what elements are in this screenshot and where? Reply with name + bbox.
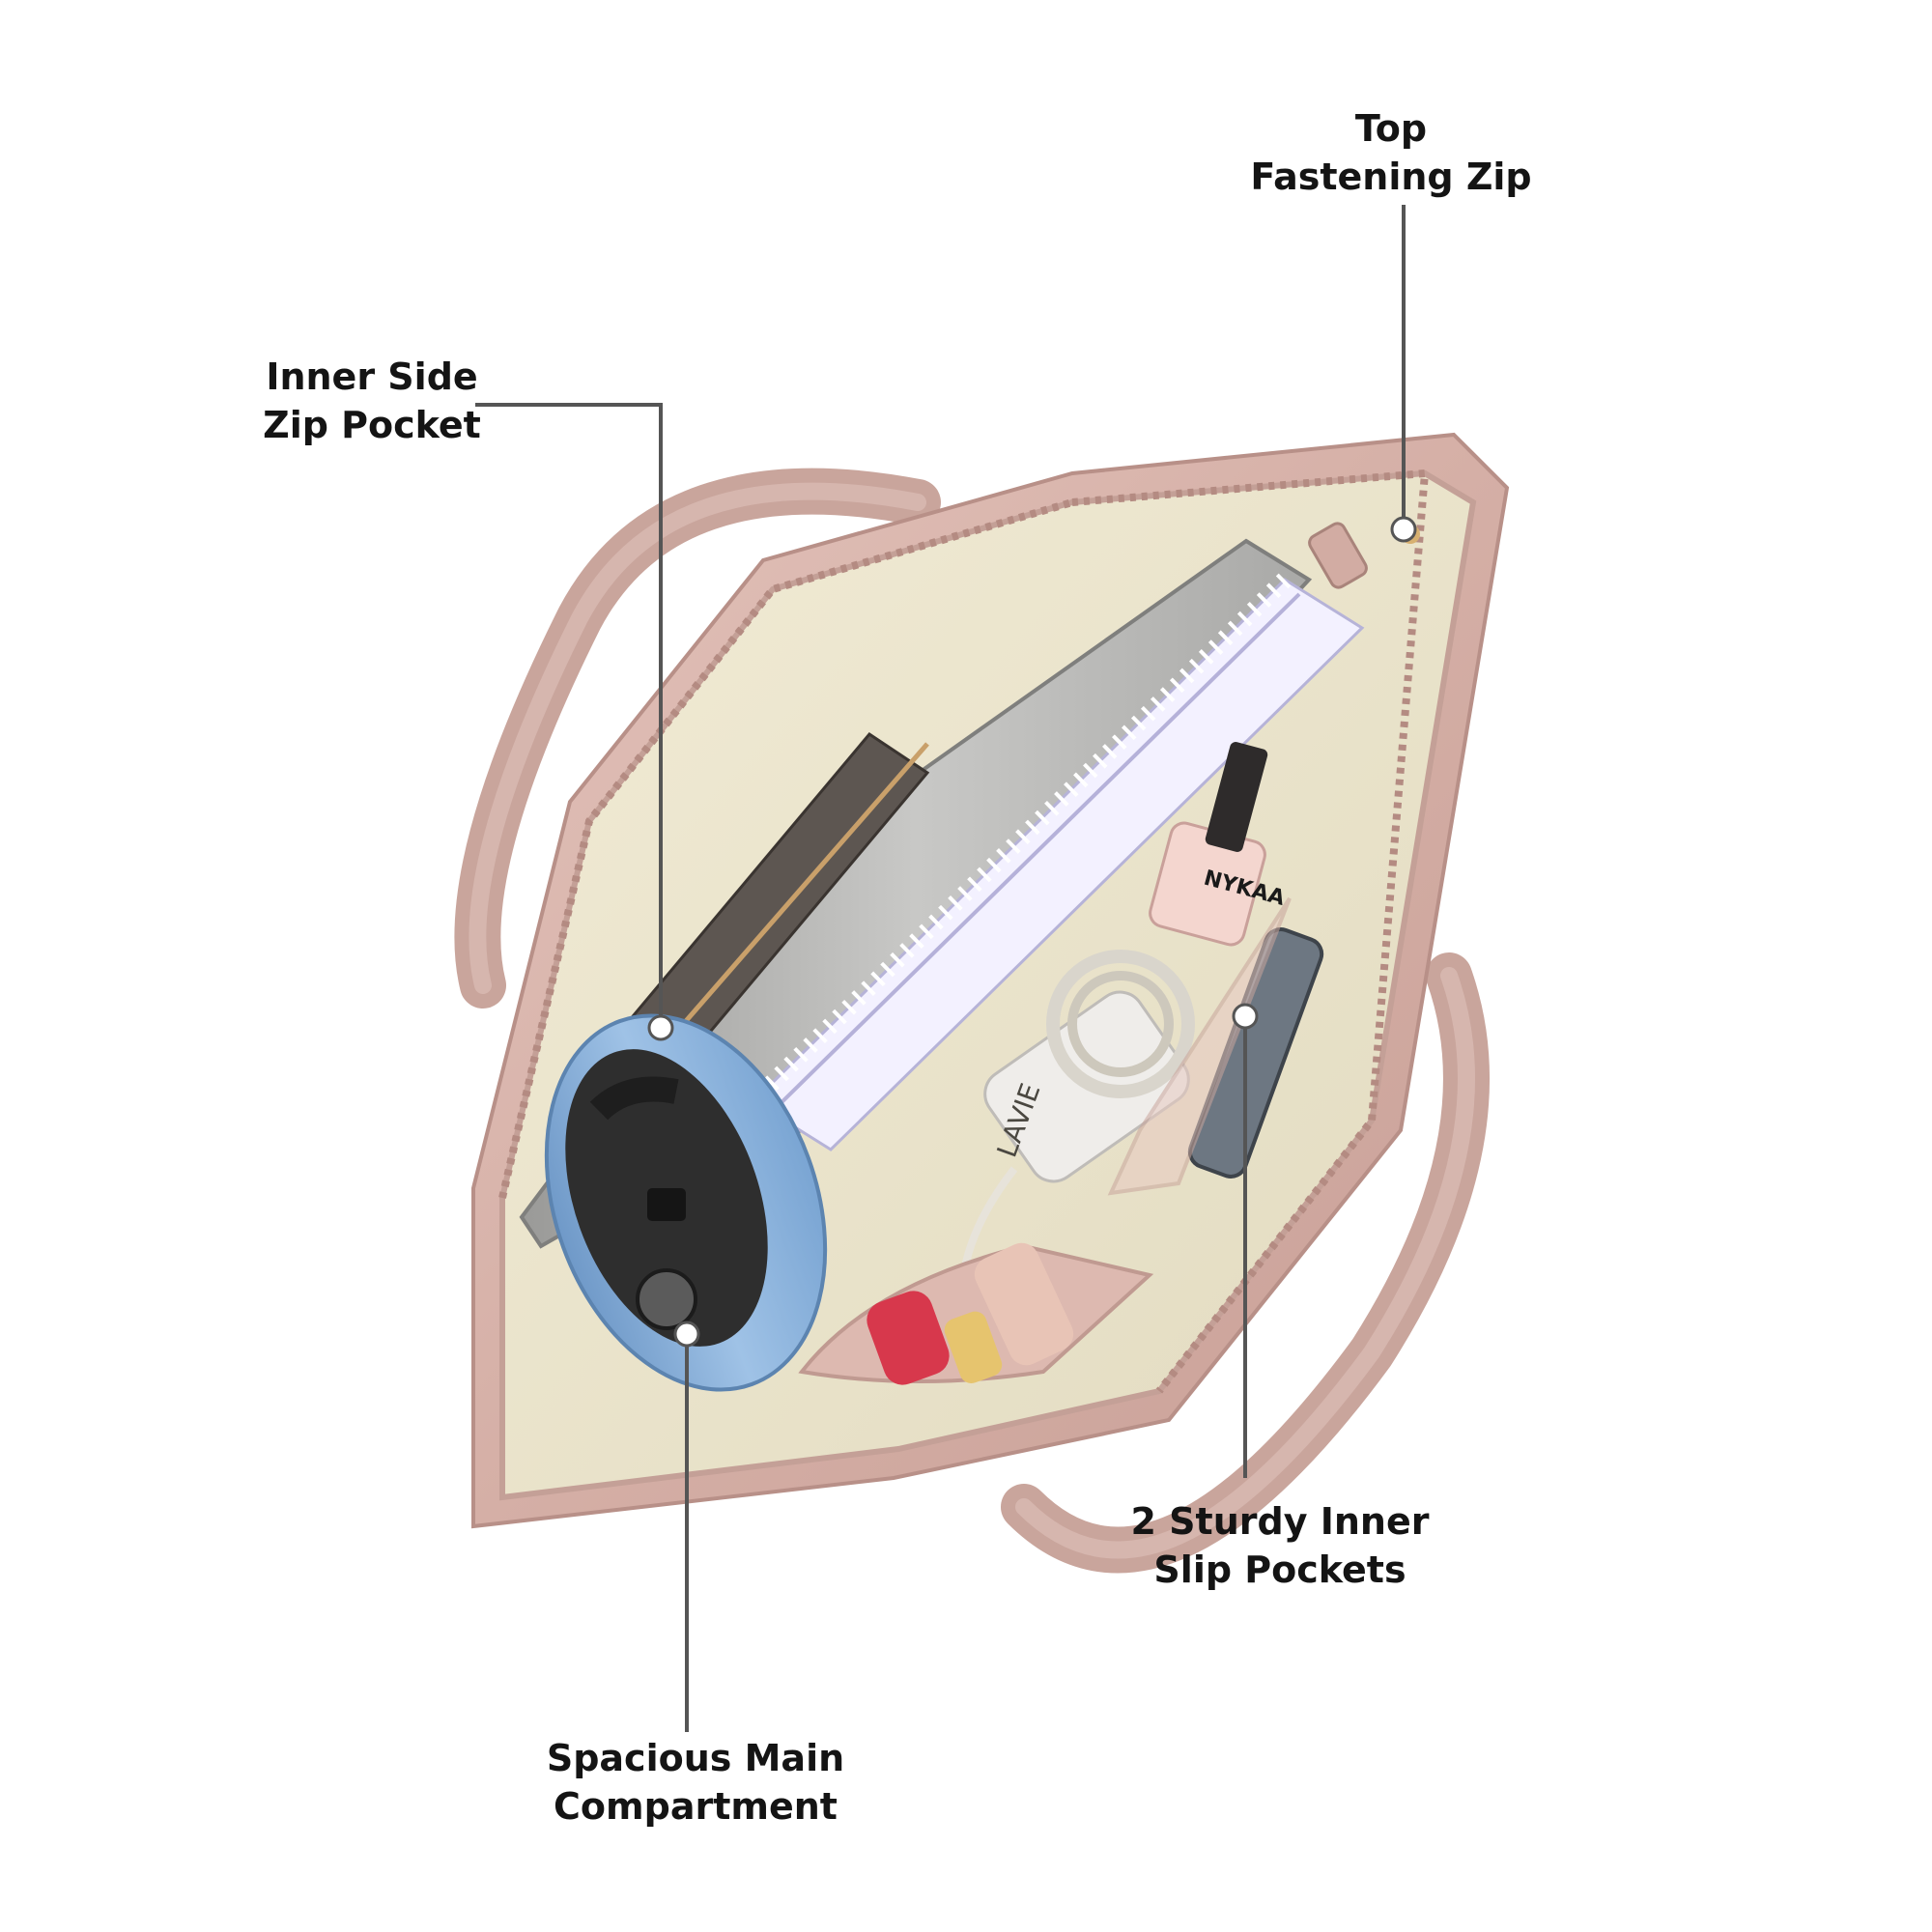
callout-side-line2: Zip Pocket xyxy=(263,404,481,446)
lipsticks xyxy=(867,1242,1074,1385)
nail-polish: NYKAA xyxy=(1149,742,1287,947)
laptop-charger xyxy=(957,950,1195,1334)
callout-slip-pockets: 2 Sturdy Inner Slip Pockets xyxy=(1106,1497,1454,1594)
side-pocket-dot xyxy=(647,1014,674,1041)
callout-top-line1: Top xyxy=(1354,107,1428,150)
callout-slip-line2: Slip Pockets xyxy=(1153,1548,1406,1591)
main-compartment-dot xyxy=(673,1321,700,1348)
top-zip-dot xyxy=(1390,516,1417,543)
callout-main-line1: Spacious Main xyxy=(546,1737,845,1779)
callout-main-line2: Compartment xyxy=(554,1785,838,1828)
callout-top-fastening-zip: Top Fastening Zip xyxy=(1208,104,1575,201)
slip-pocket-edge xyxy=(1107,896,1292,1196)
callout-slip-line1: 2 Sturdy Inner xyxy=(1130,1500,1430,1543)
callout-side-line1: Inner Side xyxy=(266,355,478,398)
callout-inner-side-zip-pocket: Inner Side Zip Pocket xyxy=(222,353,522,449)
callout-dots xyxy=(647,516,1417,1348)
notebook xyxy=(747,573,1365,1151)
bag-handles xyxy=(454,468,1490,1574)
callout-main-compartment: Spacious Main Compartment xyxy=(522,1734,869,1831)
callout-lines xyxy=(475,205,1406,1732)
callout-top-line2: Fastening Zip xyxy=(1250,156,1532,198)
top-zip-track xyxy=(1071,469,1430,1394)
side-pocket-leader xyxy=(475,403,663,1028)
water-bottle xyxy=(544,1013,828,1392)
slip-pockets-dot xyxy=(1232,1003,1259,1030)
